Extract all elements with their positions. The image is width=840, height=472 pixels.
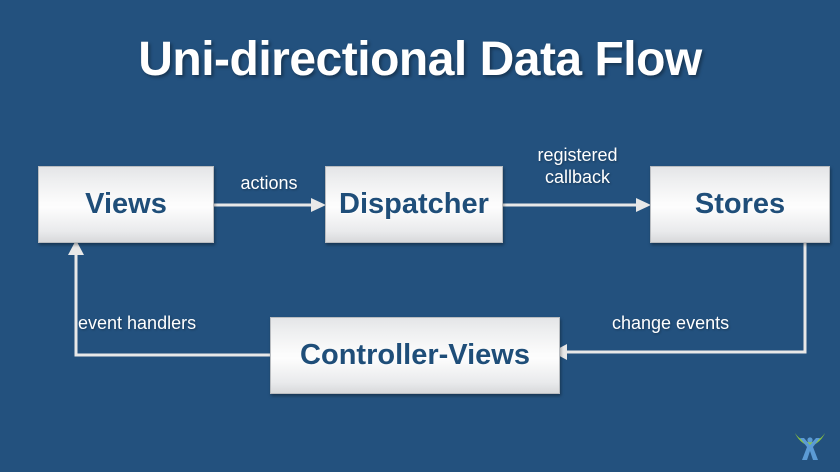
edge-label-change-events: change events [612, 313, 730, 333]
connector-views-to-dispatcher [214, 198, 326, 212]
edge-label-actions: actions [240, 173, 298, 193]
connector-dispatcher-to-stores [503, 198, 651, 212]
connector-stores-to-controller [552, 243, 807, 360]
node-controller-views[interactable]: Controller-Views [270, 317, 560, 394]
edge-label-registered-callback: registered callback [537, 145, 618, 187]
node-views[interactable]: Views [38, 166, 214, 243]
connector-controller-to-views [68, 240, 270, 357]
green-arc-icon [795, 433, 825, 446]
person-with-green-arc-logo [795, 433, 825, 460]
page-title: Uni-directional Data Flow [138, 33, 702, 86]
node-dispatcher[interactable]: Dispatcher [325, 166, 503, 243]
node-stores[interactable]: Stores [650, 166, 830, 243]
edge-label-event-handlers: event handlers [78, 313, 197, 333]
person-figure-icon [800, 438, 820, 460]
person-head-icon [807, 437, 813, 443]
